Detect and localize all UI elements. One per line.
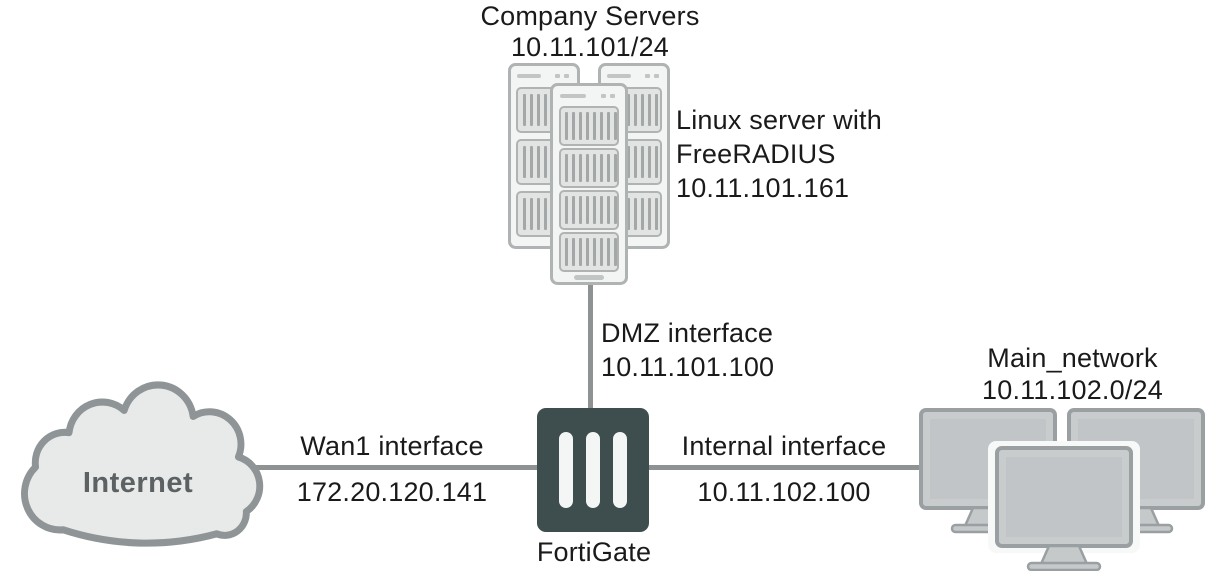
internal-interface-name: Internal interface: [681, 431, 887, 461]
main-network-icon: [919, 408, 1205, 571]
internet-cloud-icon: [21, 381, 264, 547]
wan1-interface-ip: 172.20.120.141: [296, 477, 488, 507]
wan1-link-line: [245, 465, 545, 470]
linux-server-ip: 10.11.101.161: [676, 173, 850, 203]
company-servers-label: Company Servers 10.11.101/24: [440, 1, 740, 63]
fortigate-icon: [537, 408, 649, 532]
company-servers-subnet: 10.11.101/24: [510, 32, 670, 62]
linux-server-label: Linux server with FreeRADIUS 10.11.101.1…: [676, 103, 882, 205]
main-network-label: Main_network 10.11.102.0/24: [925, 342, 1220, 406]
dmz-interface-name: DMZ interface: [601, 318, 774, 348]
wan1-interface-name: Wan1 interface: [300, 431, 484, 461]
fortigate-bar: [559, 432, 573, 508]
server-tower-icon: [552, 85, 627, 284]
fortigate-bar: [586, 432, 600, 508]
internet-label: Internet: [82, 467, 194, 499]
linux-server-line1: Linux server with: [676, 105, 882, 135]
company-servers-icon: [506, 61, 672, 287]
dmz-link-line: [588, 278, 593, 413]
fortigate-label: FortiGate: [536, 537, 652, 567]
main-network-title: Main_network: [987, 343, 1158, 373]
main-network-subnet: 10.11.102.0/24: [982, 375, 1163, 405]
fortigate-bar: [613, 432, 627, 508]
internal-link-line: [645, 465, 940, 470]
linux-server-line2: FreeRADIUS: [676, 139, 836, 169]
internal-interface-ip: 10.11.102.100: [697, 477, 871, 507]
dmz-interface-label: DMZ interface 10.11.101.100: [601, 316, 774, 384]
dmz-interface-ip: 10.11.101.100: [601, 352, 775, 382]
company-servers-title: Company Servers: [480, 1, 700, 31]
